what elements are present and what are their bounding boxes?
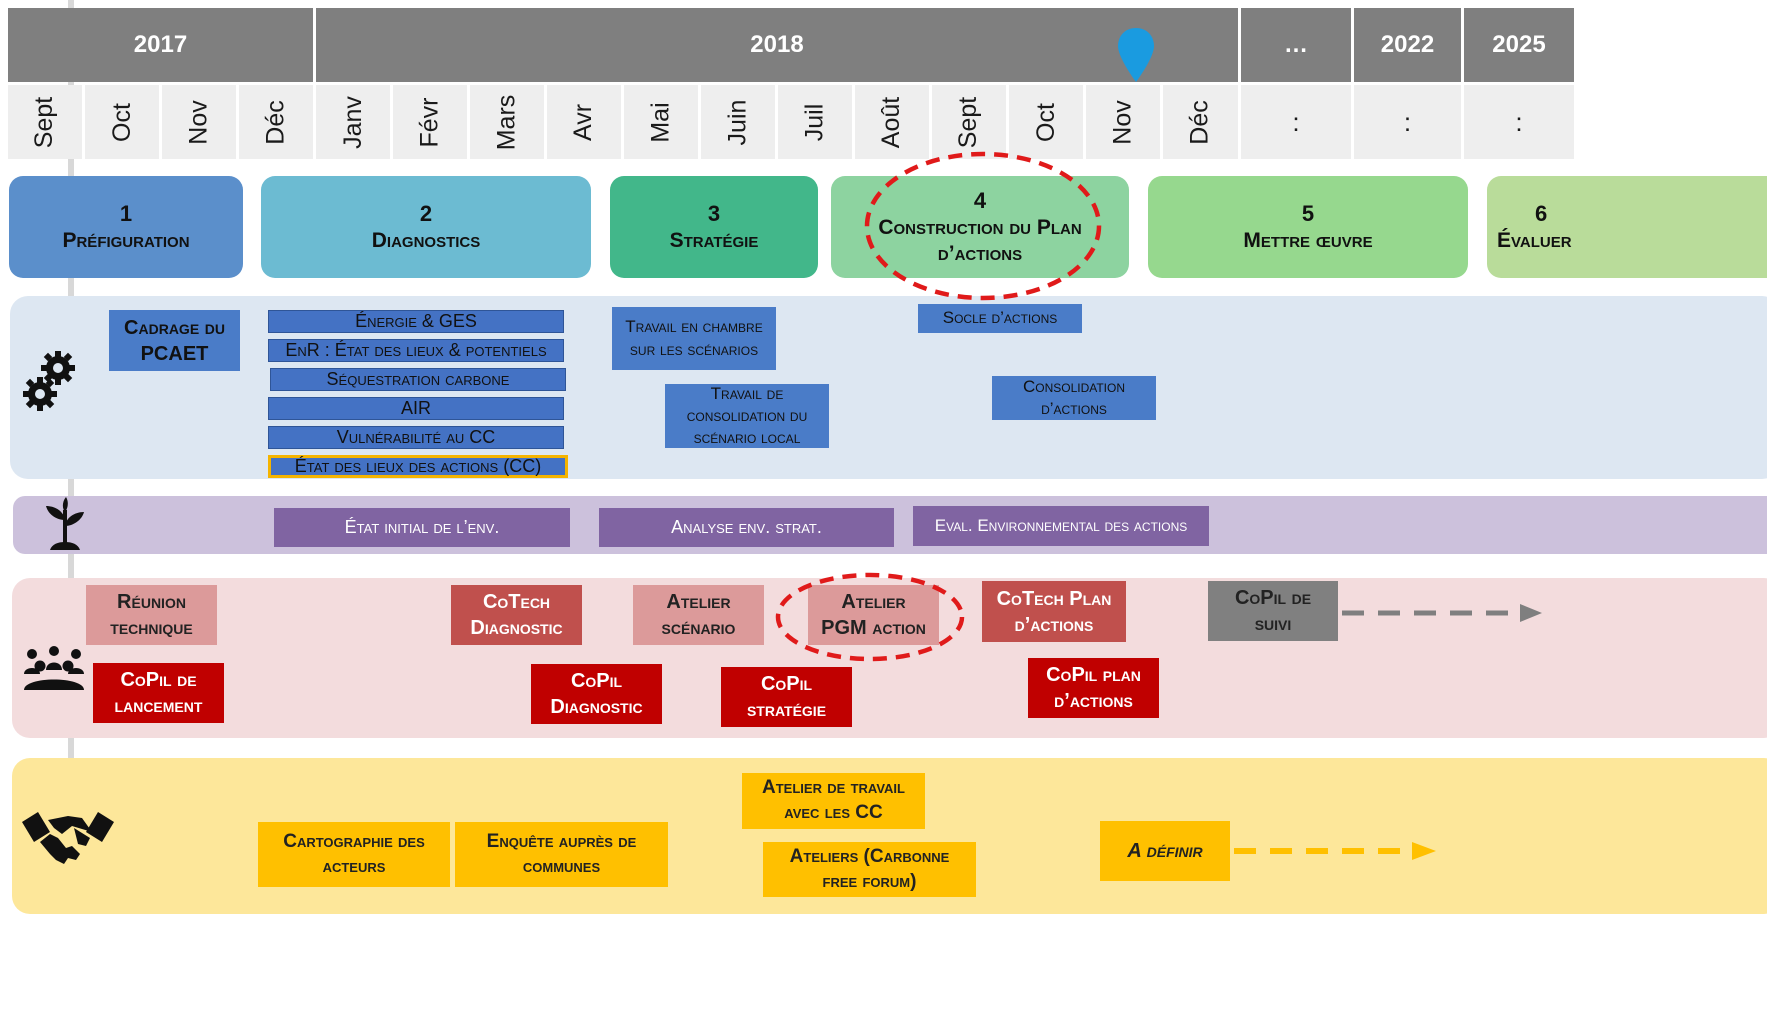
plant-icon bbox=[46, 497, 84, 550]
phase-5-mettre-oeuvre: 5 Mettre œuvre bbox=[1148, 176, 1468, 278]
phase-3-strategie: 3 Stratégie bbox=[610, 176, 818, 278]
phase-2-diagnostics: 2 Diagnostics bbox=[261, 176, 591, 278]
highlight-ellipse-phase-4 bbox=[864, 151, 1102, 301]
month-dec-2018: Déc bbox=[1163, 85, 1238, 159]
cotech-diagnostic-box: CoTech Diagnostic bbox=[451, 585, 582, 645]
phase-label: Mettre œuvre bbox=[1243, 228, 1373, 252]
atelier-pgm-action-box: Atelier PGM action bbox=[808, 585, 939, 645]
copil-diagnostic-box: CoPil Diagnostic bbox=[531, 664, 662, 724]
etat-initial-env-box: État initial de l’env. bbox=[274, 508, 570, 547]
diag-energie-ges: Énergie & GES bbox=[268, 310, 564, 333]
phase-number: 4 bbox=[973, 188, 987, 213]
travail-consolidation-box: Travail de consolidation du scénario loc… bbox=[665, 384, 829, 448]
diag-enr: EnR : État des lieux & potentiels bbox=[268, 339, 564, 362]
a-definir-box: A définir bbox=[1100, 821, 1230, 881]
continuation-arrow-gold bbox=[1234, 842, 1436, 860]
ateliers-carbonne-box: Ateliers (Carbonne free forum) bbox=[763, 842, 976, 897]
phase-number: 2 bbox=[419, 201, 433, 227]
phase-label: Préfiguration bbox=[62, 228, 190, 252]
people-group-icon bbox=[24, 646, 84, 690]
copil-strategie-box: CoPil stratégie bbox=[721, 667, 852, 727]
socle-actions-box: Socle d’actions bbox=[918, 304, 1082, 333]
month-janv-2018: Janv bbox=[316, 85, 390, 159]
analyse-env-strat-box: Analyse env. strat. bbox=[599, 508, 894, 547]
diag-etat-actions: État des lieux des actions (CC) bbox=[268, 455, 568, 478]
atelier-travail-cc-box: Atelier de travail avec les CC bbox=[742, 773, 925, 829]
phase-number: 5 bbox=[1301, 201, 1315, 227]
month-dec-2017: Déc bbox=[239, 85, 313, 159]
month-ellipsis-1: : bbox=[1241, 85, 1351, 159]
month-juil-2018: Juil bbox=[778, 85, 852, 159]
copil-lancement-box: CoPil de lancement bbox=[93, 663, 224, 723]
highlight-ellipse-atelier-pgm bbox=[775, 572, 965, 662]
phase-label: Diagnostics bbox=[371, 228, 481, 252]
month-oct-2017: Oct bbox=[85, 85, 159, 159]
diag-sequestration: Séquestration carbone bbox=[270, 368, 566, 391]
phase-1-prefiguration: 1 Préfiguration bbox=[9, 176, 243, 278]
copil-plan-actions-box: CoPil plan d’actions bbox=[1028, 658, 1159, 718]
year-2022: 2022 bbox=[1354, 8, 1461, 82]
month-nov-2018: Nov bbox=[1086, 85, 1160, 159]
diag-air: AIR bbox=[268, 397, 564, 420]
month-oct-2018: Oct bbox=[1009, 85, 1083, 159]
gears-icon bbox=[23, 351, 75, 411]
month-nov-2017: Nov bbox=[162, 85, 236, 159]
map-pin-icon bbox=[1118, 28, 1154, 82]
enquete-communes-box: Enquête auprès de communes bbox=[455, 822, 668, 887]
copil-suivi-box: CoPil de suivi bbox=[1208, 581, 1338, 641]
month-ellipsis-3: : bbox=[1464, 85, 1574, 159]
phase-label: Construction du Plan d’actions bbox=[878, 215, 1082, 265]
month-juin-2018: Juin bbox=[701, 85, 775, 159]
cadrage-pcaet-box: Cadrage du PCAET bbox=[109, 310, 240, 371]
phase-number: 3 bbox=[707, 201, 721, 227]
phase-6-evaluer: 6 Évaluer bbox=[1487, 176, 1767, 278]
month-aout-2018: Août bbox=[855, 85, 929, 159]
month-fevr-2018: Févr bbox=[393, 85, 467, 159]
month-avr-2018: Avr bbox=[547, 85, 621, 159]
month-mars-2018: Mars bbox=[470, 85, 544, 159]
phase-number: 6 bbox=[1535, 201, 1548, 227]
reunion-technique-box: Réunion technique bbox=[86, 585, 217, 645]
atelier-scenario-box: Atelier scénario bbox=[633, 585, 764, 645]
eval-env-actions-box: Eval. Environnemental des actions bbox=[913, 506, 1209, 546]
phase-label: Stratégie bbox=[669, 228, 759, 252]
diag-vulnerabilite: Vulnérabilité au CC bbox=[268, 426, 564, 449]
month-sept-2018: Sept bbox=[932, 85, 1006, 159]
continuation-arrow-grey bbox=[1342, 604, 1542, 622]
month-ellipsis-2: : bbox=[1354, 85, 1461, 159]
month-sept-2017: Sept bbox=[8, 85, 82, 159]
year-2018: 2018 bbox=[316, 8, 1238, 82]
consolidation-actions-box: Consolidation d’actions bbox=[992, 376, 1156, 420]
cartographie-acteurs-box: Cartographie des acteurs bbox=[258, 822, 450, 887]
cotech-plan-actions-box: CoTech Plan d’actions bbox=[982, 581, 1126, 642]
year-2017: 2017 bbox=[8, 8, 313, 82]
phase-label: Évaluer bbox=[1497, 228, 1572, 252]
travail-chambre-box: Travail en chambre sur les scénarios bbox=[612, 307, 776, 370]
handshake-icon bbox=[22, 812, 114, 864]
year-ellipsis: … bbox=[1241, 8, 1351, 82]
phase-number: 1 bbox=[119, 201, 133, 227]
year-2025: 2025 bbox=[1464, 8, 1574, 82]
month-mai-2018: Mai bbox=[624, 85, 698, 159]
